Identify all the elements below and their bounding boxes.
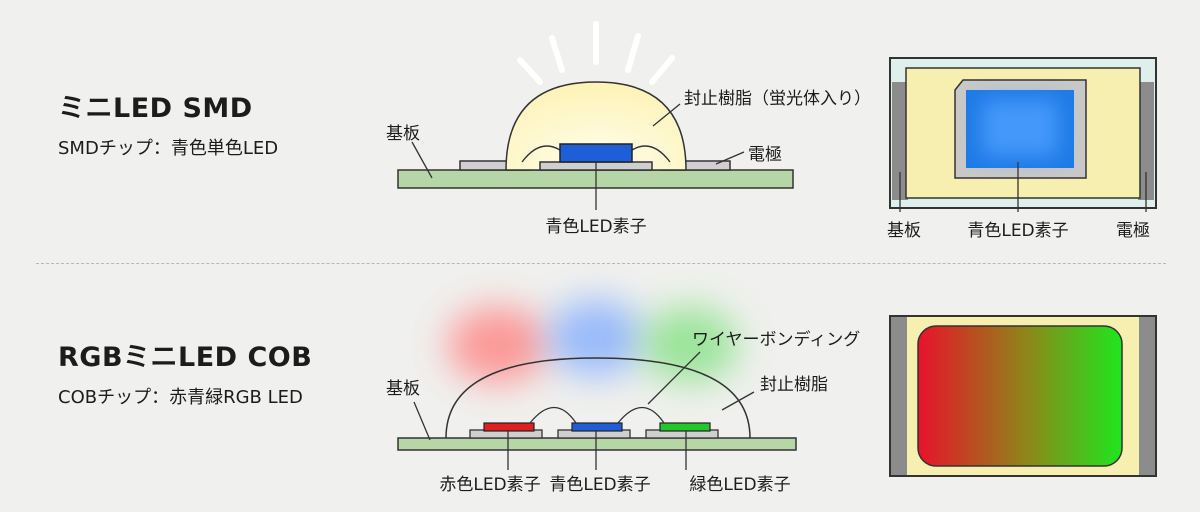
cob-encapsulant-outline bbox=[445, 357, 751, 439]
light-rays-icon bbox=[517, 21, 675, 85]
cob-substrate bbox=[397, 437, 797, 451]
cob-top-electrode-right bbox=[1139, 317, 1155, 475]
cob-cross-section: 基板 ワイヤーボンディング 封止樹脂 赤色LED素子 青色LED素子 緑色LED… bbox=[386, 300, 860, 495]
cob-red-chip bbox=[483, 422, 535, 432]
smd-wire-left bbox=[521, 145, 561, 163]
cob-wire-1 bbox=[529, 407, 577, 424]
leader-electrode bbox=[715, 151, 745, 165]
smd-label-substrate: 基板 bbox=[386, 124, 420, 144]
cob-top-electrode-left bbox=[891, 317, 907, 475]
smd-wire-right bbox=[631, 145, 671, 163]
smd-top-electrode-right bbox=[1138, 82, 1154, 200]
leader-substrate bbox=[411, 141, 433, 179]
cob-label-substrate: 基板 bbox=[386, 379, 420, 399]
smd-top-view: 基板 青色LED素子 電極 bbox=[887, 57, 1157, 241]
smd-blue-chip bbox=[559, 143, 633, 163]
smd-label-encapsulant: 封止樹脂（蛍光体入り） bbox=[684, 89, 871, 109]
smd-encapsulant-dome bbox=[505, 81, 687, 171]
smd-top-electrode-left bbox=[892, 82, 908, 200]
leader-cob-wire bbox=[647, 351, 701, 405]
leader-cob-encapsulant bbox=[721, 391, 755, 411]
smd-label-chip: 青色LED素子 bbox=[545, 217, 646, 237]
cob-subtitle: COBチップ：赤青緑RGB LED bbox=[58, 387, 303, 408]
cob-wire-2 bbox=[617, 407, 665, 424]
leader-encapsulant bbox=[652, 103, 681, 127]
cob-label-green-chip: 緑色LED素子 bbox=[689, 475, 790, 495]
smd-top-chip-glow bbox=[982, 100, 1058, 156]
blue-glow bbox=[548, 300, 644, 376]
cob-label-red-chip: 赤色LED素子 bbox=[439, 475, 540, 495]
smd-label-electrode: 電極 bbox=[748, 145, 782, 165]
cob-label-encapsulant: 封止樹脂 bbox=[760, 375, 828, 395]
smd-top-label-chip: 青色LED素子 bbox=[967, 221, 1068, 241]
smd-top-label-electrode: 電極 bbox=[1116, 221, 1150, 241]
smd-subtitle: SMDチップ：青色単色LED bbox=[58, 138, 279, 159]
cob-top-view bbox=[889, 315, 1157, 477]
cob-green-chip bbox=[659, 422, 711, 432]
cob-title: RGBミニLED COB bbox=[58, 342, 313, 373]
smd-title: ミニLED SMD bbox=[58, 93, 253, 124]
cob-top-rgb-chip bbox=[917, 325, 1123, 467]
cob-label-blue-chip: 青色LED素子 bbox=[549, 475, 650, 495]
leader-cob-substrate bbox=[413, 401, 431, 441]
smd-top-label-substrate: 基板 bbox=[887, 221, 921, 241]
smd-cross-section: 基板 封止樹脂（蛍光体入り） 電極 青色LED素子 bbox=[386, 21, 871, 237]
cob-blue-chip bbox=[571, 422, 623, 432]
section-divider bbox=[36, 263, 1166, 264]
cob-label-wire-bonding: ワイヤーボンディング bbox=[692, 329, 860, 350]
